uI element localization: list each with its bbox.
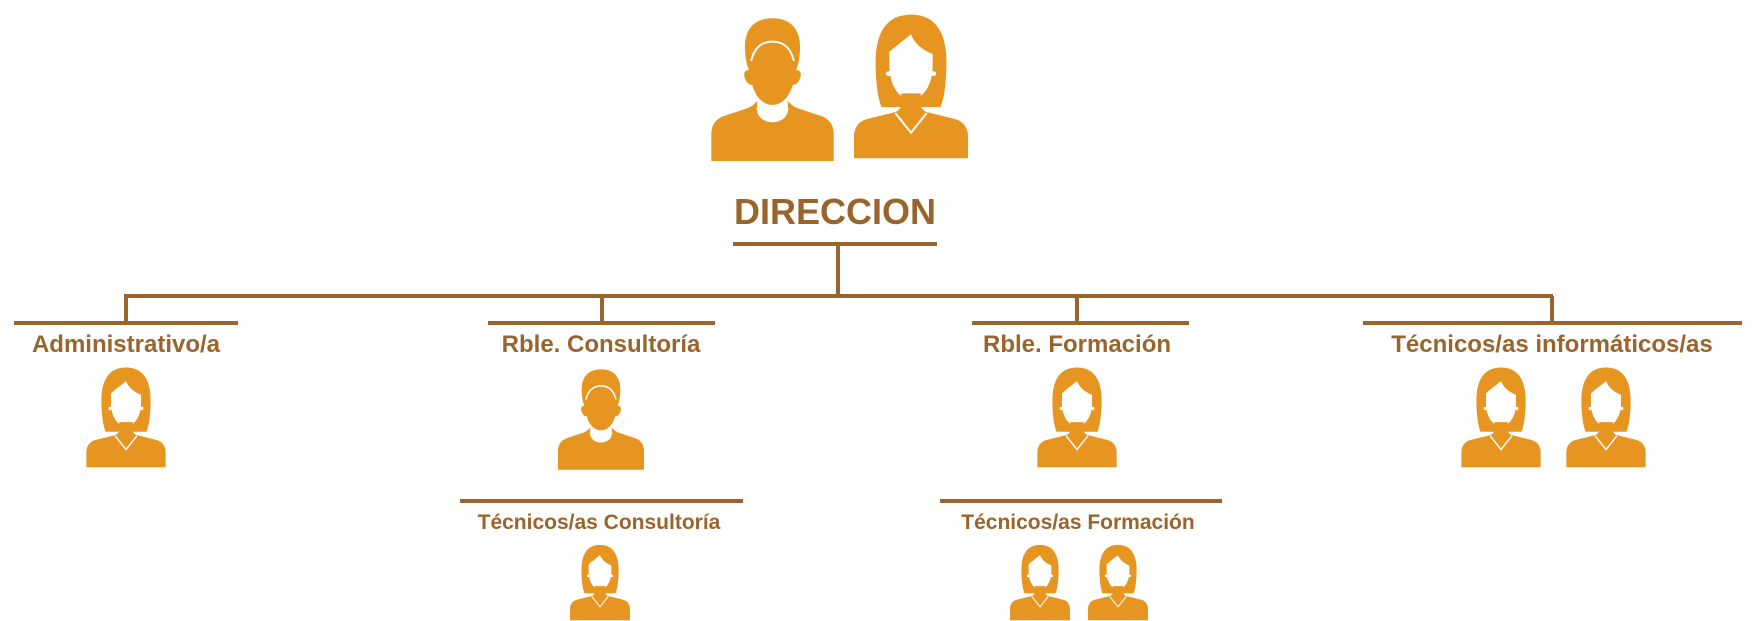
director-node: DIRECCION [710,13,970,232]
woman-icon [1460,366,1542,468]
dept-formacion: Rble. Formación Técnicos/as Formación [961,331,1195,621]
dept-administrativo: Administrativo/a [32,331,221,468]
dept-informaticos: Técnicos/as informáticos/as [1391,331,1713,468]
dept-label: Administrativo/a [32,331,221,358]
connector-lines [14,242,1742,503]
man-icon [558,368,644,470]
dept-consultoria: Rble. Consultoría Técnicos/as Consultorí… [478,331,721,621]
sub-dept-label: Técnicos/as Consultoría [478,511,721,534]
woman-icon [1087,544,1149,621]
dept-label: Rble. Consultoría [502,331,701,358]
man-icon [710,17,835,161]
dept-label: Técnicos/as informáticos/as [1391,331,1712,358]
woman-icon [1009,544,1071,621]
director-label: DIRECCION [734,191,936,232]
woman-icon [85,366,167,468]
woman-icon [569,544,631,621]
woman-icon [1565,366,1647,468]
sub-dept-label: Técnicos/as Formación [961,511,1194,534]
woman-icon [852,13,970,160]
dept-label: Rble. Formación [983,331,1171,358]
woman-icon [1036,366,1118,468]
